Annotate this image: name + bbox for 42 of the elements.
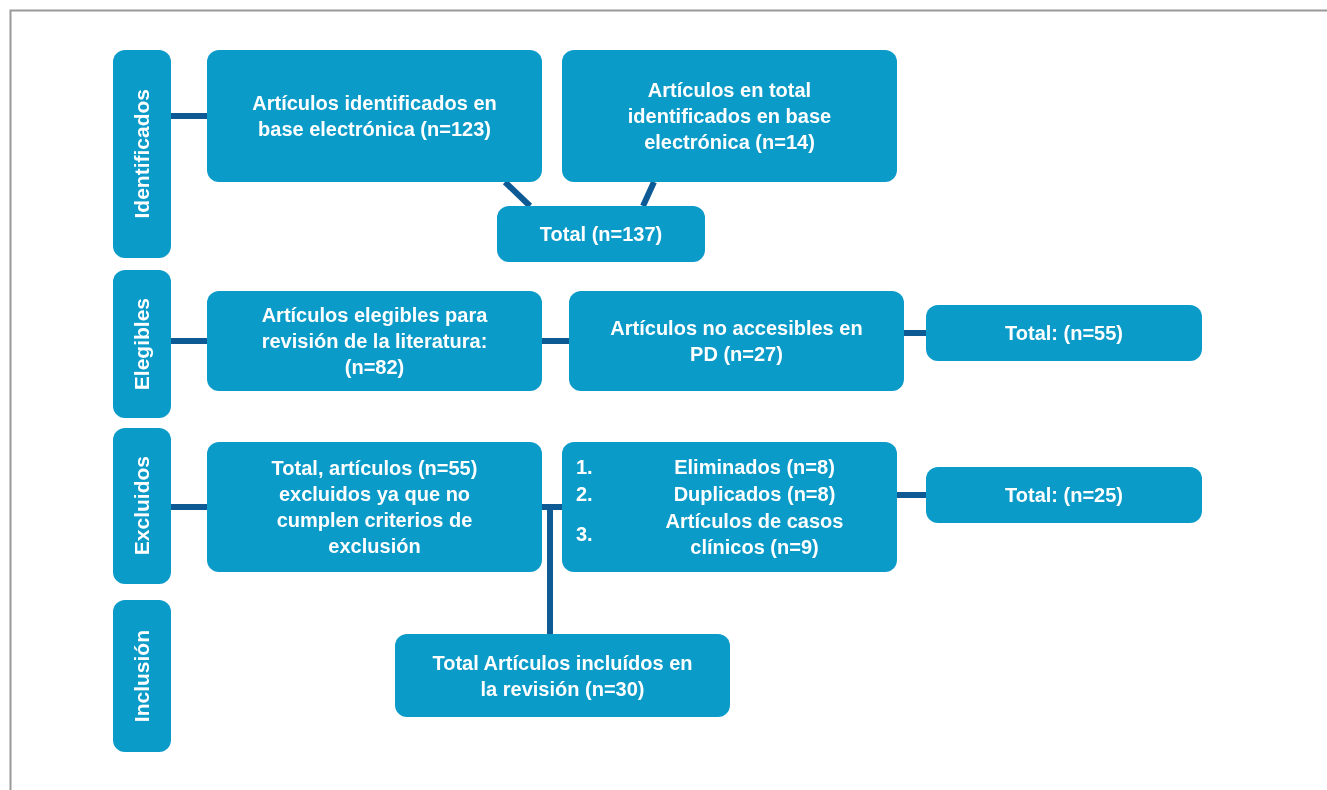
process-box [562,50,897,182]
box-text: Artículos de casos clínicos (n=9) [664,509,845,560]
phase-label: Elegibles [129,297,154,391]
connector-line [171,338,207,344]
box-text: Artículos no accesibles en PD (n=27) [609,316,864,367]
connector-line [897,492,926,498]
box-text: Total (n=137) [539,222,663,247]
process-box [569,291,904,391]
process-box [926,305,1202,361]
box-text: Artículos elegibles para revisión de la literatura: (n=82) [260,303,489,380]
box-text: Total: (n=55) [1005,321,1123,346]
box-text: Eliminados (n=8) [674,455,835,480]
process-box [497,206,705,262]
box-text: Artículos identificados en base electrónica (n=123) [251,91,498,142]
box-text: Total, artículos (n=55) excluidos ya que no cumplen criterios de exclusión [270,456,479,559]
connector-line [904,330,926,336]
box-text: Artículos en total identificados en base electrónica (n=14) [626,78,833,155]
connector-line [542,338,569,344]
list-number: 1. [576,455,593,480]
box-text: Duplicados (n=8) [673,482,836,507]
connector-line [171,113,207,119]
connector-line [502,179,533,209]
phase-label: Excluidos [129,456,154,556]
connector-line [542,504,553,634]
phase-label-box [113,600,171,752]
phase-label: Inclusión [129,629,154,723]
phase-label-box [113,50,171,258]
process-box [926,467,1202,523]
box-text: Total: (n=25) [1005,483,1123,508]
phase-label-box [113,270,171,418]
list-number: 2. [576,482,593,507]
process-box [395,634,730,717]
connector-line [640,180,657,208]
process-box [207,442,542,572]
box-text: Total Artículos incluídos en la revisión (n=30) [431,650,694,702]
list-number: 3. [576,522,593,547]
phase-label: Identificados [129,89,154,219]
list-box [562,442,897,572]
process-box [207,50,542,182]
process-box [207,291,542,391]
connector-line [171,504,207,510]
phase-label-box [113,428,171,584]
